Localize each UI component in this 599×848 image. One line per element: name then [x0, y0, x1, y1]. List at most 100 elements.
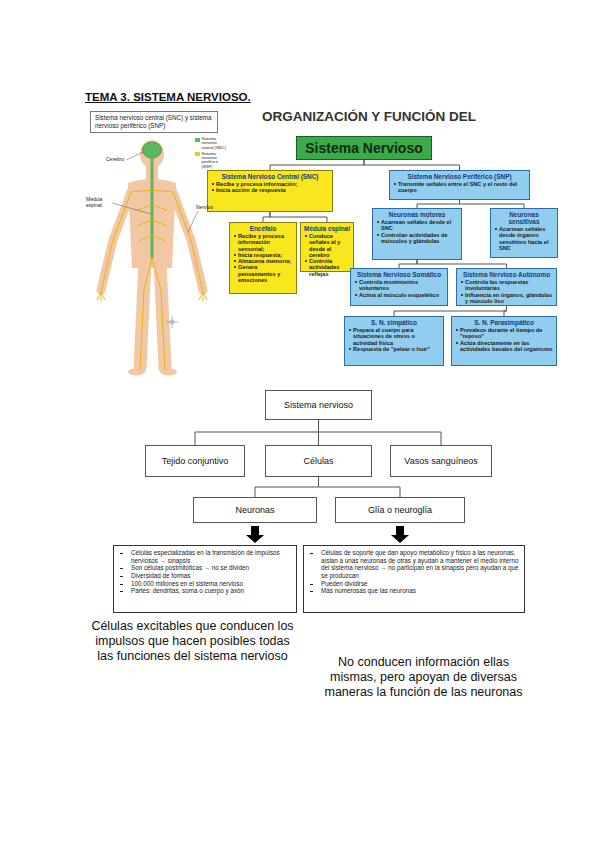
box-label: Vasos sanguíneos: [404, 456, 477, 466]
legend: Sistema nervioso central (SNC) Sistema ne…: [195, 137, 227, 171]
box-heading: Sistema Nervioso Autónomo: [460, 271, 553, 278]
connector-line: [504, 306, 507, 316]
human-figure: [97, 140, 207, 376]
caption-box: Sistema nervioso central (SNC) y sistema…: [90, 111, 218, 133]
compass-symbol: [166, 316, 178, 328]
bullet-text: Activa al músculo esquelético: [354, 292, 444, 298]
box-heading: Encéfalo: [233, 225, 293, 232]
process-box: Tejido conjuntivo: [145, 445, 245, 477]
bullet-text: Diversidad de formas: [119, 572, 292, 580]
bullet-text: Inicia respuesta;: [233, 252, 293, 258]
category-box: S. N. simpáticoPrepara al cuerpo para si…: [344, 316, 444, 366]
box-label: Sistema Nervioso: [305, 140, 423, 156]
legend-item: Sistema nervioso central (SNC): [195, 137, 227, 150]
bullet-text: Almacena memoria;: [233, 258, 293, 264]
process-box: Sistema nervioso: [265, 390, 372, 420]
connector-line: [195, 420, 319, 445]
bullet-text: Prevalece durante el tiempo de "reposo": [455, 327, 553, 340]
connector-line: [417, 260, 507, 268]
box-label: Neuronas: [235, 505, 274, 515]
category-box: Médula espinalConduce señales al y desde…: [300, 222, 354, 272]
connector-line: [364, 160, 460, 170]
block-arrow: [246, 526, 264, 543]
connector-line: [417, 200, 460, 208]
process-box: Glía o neuroglía: [335, 497, 465, 523]
box-heading: Neuronas motoras: [376, 211, 458, 218]
bullet-text: Partes: dendritas, soma o cuerpo y axón: [119, 587, 292, 595]
note-text: No conducen información ellas mismas, pe…: [316, 655, 531, 700]
connector-line: [255, 477, 319, 497]
box-label: Glía o neuroglía: [368, 505, 432, 515]
connector-line: [318, 420, 319, 445]
bullet-text: Recibe y procesa información sensorial;: [233, 233, 293, 252]
category-box: Sistema Nervioso Central (SNC)Recibe y p…: [207, 170, 333, 212]
section-heading: ORGANIZACIÓN Y FUNCIÓN DEL: [262, 110, 522, 125]
category-box: Sistema Nervioso AutónomoControla las re…: [456, 268, 557, 306]
bullet-text: Recibe y procesa información;: [211, 181, 329, 187]
connector-line: [460, 200, 525, 208]
box-label: Sistema nervioso: [284, 400, 353, 410]
box-heading: Médula espinal: [304, 225, 350, 232]
bullet-text: Prepara al cuerpo para situaciones de st…: [348, 327, 440, 346]
bullet-text: Acarrean señales desde órganos sensitivo…: [494, 226, 554, 251]
category-box: Neuronas sensitivasAcarrean señales desd…: [490, 208, 558, 258]
bullet-text: Acarrean señales desde el SNC: [376, 219, 458, 232]
legend-text: Sistema nervioso central (SNC): [202, 137, 228, 150]
box-heading: Sistema Nervioso Central (SNC): [211, 173, 329, 180]
note-text: Células excitables que conducen los impu…: [90, 619, 295, 664]
part-label: Nervios: [196, 205, 222, 211]
bullet-text: Genera pensamientos y emociones: [233, 264, 293, 283]
note-box: Células de soporte que dan apoyo metaból…: [303, 545, 525, 613]
leader-lines: [112, 152, 198, 232]
legend-swatch: [195, 138, 200, 142]
connector-line: [394, 306, 507, 316]
bullet-text: Células de soporte que dan apoyo metaból…: [309, 549, 520, 580]
box-label: Tejido conjuntivo: [162, 456, 229, 466]
category-box: Neuronas motorasAcarrean señales desde e…: [372, 208, 462, 260]
connector-line: [270, 212, 327, 222]
process-box: Células: [265, 445, 372, 477]
part-label: Médula espinal: [86, 197, 112, 208]
note-box: Células especializadas en la transmisión…: [113, 545, 297, 613]
legend-swatch: [195, 152, 200, 156]
bullet-text: Controla movimientos voluntarios: [354, 279, 444, 292]
box-heading: Sistema Nervioso Somático: [354, 271, 444, 278]
bullet-text: Pueden dividirse: [309, 580, 520, 588]
process-box: Neuronas: [193, 497, 317, 523]
legend-text: Sistema nervioso periférico (SNP): [202, 152, 228, 170]
bullet-text: Inicia acción de respuesta: [211, 187, 329, 193]
connector-line: [263, 212, 270, 222]
box-heading: Neuronas sensitivas: [494, 211, 554, 225]
bullet-text: Células especializadas en la transmisión…: [119, 549, 292, 564]
root-box: Sistema Nervioso: [296, 136, 432, 160]
legend-item: Sistema nervioso periférico (SNP): [195, 152, 227, 170]
process-box: Vasos sanguíneos: [390, 445, 492, 477]
connector-line: [270, 160, 364, 170]
page-title: TEMA 3. SISTEMA NERVIOSO.: [85, 91, 251, 103]
box-label: Células: [303, 456, 333, 466]
connector-line: [319, 477, 401, 497]
bullet-text: Controla las respuestas involuntarias: [460, 279, 553, 292]
connector-line: [319, 420, 442, 445]
part-label: Cerebro: [106, 157, 128, 163]
bullet-text: Transmite señales entre el SNC y el rest…: [393, 181, 526, 194]
bullet-text: Son células postmitóticas → no se divide…: [119, 564, 292, 572]
bullet-text: Actúa directamente en las actividades ba…: [455, 340, 553, 353]
bullet-text: Controlan actividades de músculos y glán…: [376, 232, 458, 245]
category-box: EncéfaloRecibe y procesa información sen…: [229, 222, 297, 294]
bullet-text: Influencia en órganos, glándulas y múscu…: [460, 292, 553, 305]
bullet-text: Respuesta de "pelear o huir": [348, 346, 440, 352]
category-box: Sistema Nervioso SomáticoControla movimi…: [350, 268, 448, 306]
bullet-text: 100.000 millones en el sistema nervioso: [119, 580, 292, 588]
box-heading: S. N. simpático: [348, 319, 440, 326]
category-box: S. N. ParasimpáticoPrevalece durante el …: [451, 316, 557, 366]
bullet-text: Conduce señales al y desde el cerebro: [304, 233, 350, 258]
category-box: Sistema Nervioso Periférico (SNP)Transmi…: [389, 170, 530, 200]
connector-line: [399, 260, 417, 268]
box-label: Sistema nervioso central (SNC) y sistema…: [95, 114, 213, 129]
bullet-text: Más numerosas que las neuronas: [309, 587, 520, 595]
block-arrow: [391, 526, 409, 543]
bullet-text: Controla actividades reflejas: [304, 258, 350, 277]
box-heading: Sistema Nervioso Periférico (SNP): [393, 173, 526, 180]
